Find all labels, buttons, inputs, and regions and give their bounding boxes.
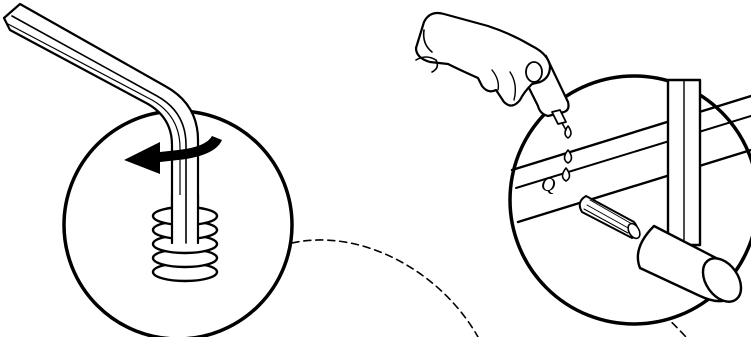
- hand: [414, 11, 552, 107]
- board-edge: [510, 94, 751, 224]
- clockwise-arrow-icon: [124, 136, 222, 174]
- right-detail-panel: Q: [414, 11, 751, 338]
- hole-label: Q: [541, 174, 556, 196]
- left-dashed-leader: [291, 239, 479, 338]
- wooden-dowel: [578, 195, 641, 240]
- threaded-insert: [151, 193, 219, 283]
- left-detail-panel: [2, 2, 479, 341]
- vertical-post: [666, 78, 702, 247]
- mallet: [636, 224, 743, 303]
